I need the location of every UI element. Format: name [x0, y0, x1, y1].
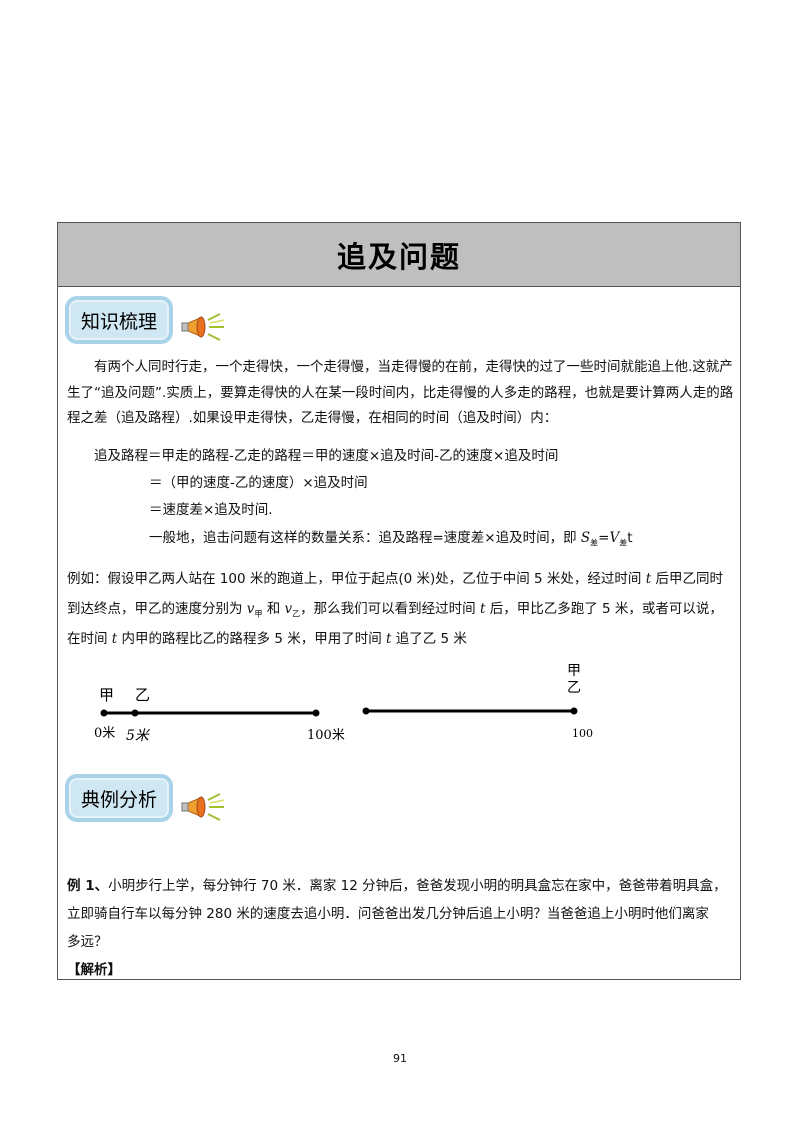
- formula-s-sub: 差: [590, 538, 599, 548]
- point-0: [100, 709, 108, 717]
- title-bar: 追及问题: [58, 223, 740, 287]
- problem-line-1: 例 1、小明步行上学，每分钟行 70 米．离家 12 分钟后，爸爸发现小明的明具…: [67, 874, 727, 894]
- example-line-3: 在时间 t 内甲的路程比乙的路程多 5 米，甲用了时间 t 追了乙 5 米: [67, 627, 467, 647]
- point-100: [312, 709, 320, 717]
- section-label-knowledge: 知识梳理: [65, 296, 173, 344]
- formula-v: V: [609, 530, 620, 546]
- example-text: 到达终点，甲乙的速度分别为: [67, 601, 247, 617]
- formula-line-3: ＝速度差×追及时间.: [149, 502, 273, 518]
- example-var-t: t: [479, 601, 486, 617]
- right-yi-label: 乙: [567, 680, 581, 696]
- right-jia-label: 甲: [567, 663, 581, 679]
- formula-line-1: 追及路程＝甲走的路程-乙走的路程＝甲的速度×追及时间-乙的速度×追及时间: [94, 448, 559, 464]
- example-text: 后，甲比乙多跑了 5 米，或者可以说，: [485, 601, 723, 617]
- label-100m: 100米: [307, 728, 345, 743]
- example-var-t: t: [386, 631, 392, 647]
- example-sub-jia: 甲: [254, 609, 263, 619]
- example-line-2: 到达终点，甲乙的速度分别为 v甲 和 v乙，那么我们可以看到经过时间 t 后，甲…: [67, 597, 723, 620]
- example-text: 例如：假设甲乙两人站在 100 米的跑道上，甲位于起点(0 米)处，乙位于中间 …: [67, 571, 646, 587]
- example-text: ，那么我们可以看到经过时间: [300, 601, 480, 617]
- example-var-v: v: [284, 601, 293, 617]
- track-diagram: 甲 乙 0米 5米 100米 甲 乙 100: [94, 663, 593, 744]
- example-text: 内甲的路程比乙的路程多 5 米，甲用了时间: [117, 631, 386, 647]
- example-line-1: 例如：假设甲乙两人站在 100 米的跑道上，甲位于起点(0 米)处，乙位于中间 …: [67, 567, 723, 587]
- page-title: 追及问题: [336, 239, 461, 274]
- example-text: 追了乙 5 米: [391, 631, 467, 647]
- point-5: [131, 709, 139, 717]
- example-sub-yi: 乙: [292, 609, 301, 619]
- example-var-v: v: [246, 601, 255, 617]
- problem-label: 例 1: [67, 878, 95, 894]
- formula-line-4-text: 一般地，追击问题有这样的数量关系：追及路程=速度差×追及时间，即: [149, 530, 581, 546]
- megaphone-icon: [181, 313, 225, 341]
- formula-line-2: ＝（甲的速度-乙的速度）×追及时间: [149, 475, 368, 491]
- example-var-t: t: [645, 571, 652, 587]
- formula-eq: =: [598, 530, 610, 546]
- section-label-text: 知识梳理: [80, 310, 157, 333]
- label-0m: 0米: [94, 726, 115, 741]
- problem-line-3: 多远？: [67, 934, 108, 950]
- megaphone-icon: [181, 793, 225, 821]
- problem-sep: 、: [94, 878, 109, 894]
- formula-t: t: [627, 530, 633, 546]
- problem-line-2: 立即骑自行车以每分钟 280 米的速度去追小明．问爸爸出发几分钟后追上小明？当爸…: [67, 906, 709, 922]
- analysis-label: 【解析】: [67, 962, 121, 978]
- right-100-label: 100: [572, 727, 593, 740]
- right-end-point: [570, 707, 578, 715]
- label-5m: 5米: [126, 728, 151, 744]
- problem-text: 小明步行上学，每分钟行 70 米．离家 12 分钟后，爸爸发现小明的明具盒忘在家…: [108, 878, 727, 894]
- content-frame: 追及问题: [57, 222, 741, 980]
- formula-s: S: [580, 530, 591, 546]
- example-text: 后甲乙同时: [651, 571, 723, 587]
- intro-paragraph: 有两个人同时行走，一个走得快，一个走得慢，当走得慢的在前，走得快的过了一些时间就…: [67, 359, 734, 426]
- page-number: 91: [393, 1052, 407, 1065]
- right-start-point: [362, 707, 370, 715]
- example-text: 在时间: [67, 631, 112, 647]
- section-label-text: 典例分析: [80, 788, 157, 811]
- formula-line-4: 一般地，追击问题有这样的数量关系：追及路程=速度差×追及时间，即 S差=V差t: [149, 526, 633, 549]
- example-var-t: t: [111, 631, 118, 647]
- formula-v-sub: 差: [619, 538, 628, 548]
- example-text: 和: [262, 601, 285, 617]
- left-jia-label: 甲: [99, 686, 114, 704]
- left-yi-label: 乙: [135, 686, 150, 704]
- section-label-examples: 典例分析: [65, 774, 173, 822]
